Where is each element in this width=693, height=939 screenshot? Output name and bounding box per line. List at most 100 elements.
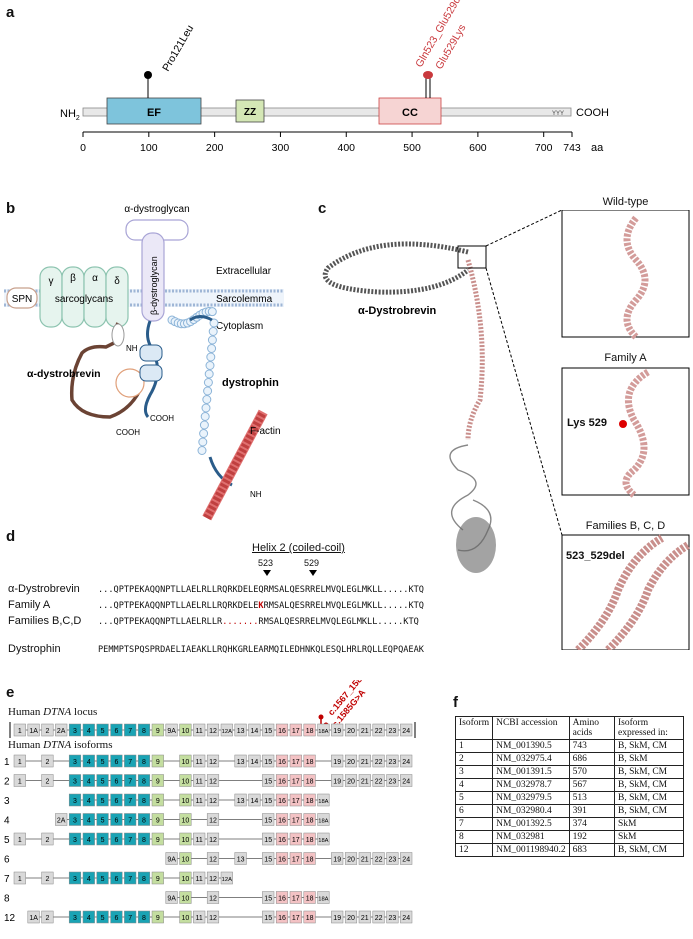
exon-label: 1 (18, 837, 22, 844)
dystrophin-label: dystrophin (222, 377, 279, 389)
spectrin-bead (197, 446, 207, 455)
exon-label: 8 (142, 798, 146, 805)
exon-box (68, 871, 82, 885)
exon-box (400, 754, 413, 768)
exon-box (124, 871, 137, 885)
exon-label: 1 (18, 876, 22, 883)
helix-loop-model (322, 241, 470, 295)
panel-letter-f: f (453, 694, 458, 711)
exon-box (82, 910, 95, 924)
exon-box (137, 774, 151, 787)
exon-label: 1A (29, 915, 38, 922)
exon-box (137, 813, 151, 826)
exon-label: 10 (182, 798, 190, 805)
dystrophin-complex-schematic: α-dystroglycan β-dystroglycan Extracellu… (4, 204, 284, 521)
exon-box (27, 910, 40, 924)
exon-label: 15 (264, 915, 272, 922)
exon-label: 7 (128, 728, 132, 735)
f-actin-label: F-actin (250, 426, 281, 437)
zz-domain-label: ZZ (244, 107, 256, 118)
exon-label: 18A (318, 819, 328, 825)
table-cell: NM_001390.5 (492, 739, 570, 753)
beta-dystroglycan-label: β-dystroglycan (149, 256, 159, 315)
sequence-label: Dystrophin (8, 643, 61, 655)
exon-box (137, 793, 151, 807)
exon-label: 20 (347, 915, 355, 922)
exon-label: 13 (237, 857, 245, 864)
sequence-text-post: RMSALQESRRELMVQLEGLMKLL.....KTQ (258, 617, 419, 627)
table-cell: 513 (568, 791, 616, 805)
exon-box (303, 793, 316, 807)
table-cell: 8 (454, 830, 494, 844)
lys529-marker (619, 420, 627, 428)
exon-box (331, 754, 344, 768)
exon-label: 2 (45, 915, 49, 922)
spectrin-bead (204, 369, 214, 379)
col-amino-acids: Amino acids (568, 716, 616, 740)
isoform-id: 6 (4, 855, 10, 866)
exon-box (372, 723, 385, 737)
exon-box (151, 832, 164, 846)
exon-label: 4 (87, 798, 91, 805)
table-cell: SkM (614, 830, 684, 844)
exon-box (165, 723, 178, 737)
exon-label: 8 (142, 837, 146, 844)
spectrin-bead (203, 386, 213, 396)
exon-label: 11 (196, 779, 203, 786)
exon-box (275, 910, 289, 924)
table-cell: 743 (568, 739, 616, 753)
table-cell: 683 (568, 843, 616, 857)
spectrin-bead (205, 361, 215, 370)
exon-box (137, 832, 151, 846)
exon-label: 2 (45, 779, 49, 786)
exon-label: 24 (402, 728, 410, 735)
exon-box (262, 723, 275, 737)
isoform-table: Isoform NCBI accession Amino acids Isofo… (454, 716, 684, 857)
exon-label: 17 (292, 779, 300, 786)
col-accession: NCBI accession (492, 716, 570, 740)
dystrobrevin-cooh-a: COOH (116, 428, 140, 437)
f-actin (202, 409, 268, 521)
exon-label: 3 (73, 798, 77, 805)
spectrin-bead (202, 395, 212, 404)
exon-label: 9A (167, 857, 176, 864)
exon-box (289, 832, 302, 846)
exon-box (386, 910, 399, 924)
sequence-row-wildtype: α-Dystrobrevin...QPTPEKAQQNPTLLAELRLLRQR… (8, 583, 424, 595)
sarcolemma-label: Sarcolemma (216, 294, 273, 305)
exon-box (386, 754, 399, 768)
exon-box (344, 754, 358, 768)
aa-unit: aa (591, 142, 604, 154)
exon-box (303, 813, 316, 826)
exon-box (206, 813, 220, 826)
exon-box (124, 910, 137, 924)
exon-box (372, 910, 385, 924)
axis-tick-label: 100 (140, 142, 158, 154)
exon-box (110, 754, 123, 768)
exon-box (110, 832, 123, 846)
exon-label: 9 (156, 759, 160, 766)
table-cell: B, SkM, CM (614, 765, 684, 779)
exon-label: 15 (264, 818, 272, 825)
mutation-lollipop-2 (423, 71, 433, 79)
protein-backbone (82, 107, 572, 117)
exon-box (193, 774, 206, 787)
exon-box (289, 774, 302, 787)
mutation-lollipop-1 (144, 71, 152, 79)
exon-box (234, 852, 247, 865)
exon-label: 24 (402, 915, 410, 922)
exon-label: 23 (389, 759, 397, 766)
table-cell: NM_032978.7 (492, 778, 570, 792)
exon-label: 11 (196, 915, 203, 922)
exon-box (303, 754, 316, 768)
sg-delta: δ (114, 276, 120, 287)
exon-label: 17 (292, 896, 300, 903)
exon-label: 10 (182, 759, 190, 766)
isoform-id: 3 (4, 796, 10, 807)
exon-box (400, 723, 413, 737)
exon-box (137, 910, 151, 924)
sequence-row-family-a: Family A...QPTPEKAQQNPTLLAELRLLRQRKDELEK… (8, 599, 424, 611)
exon-box (358, 910, 371, 924)
